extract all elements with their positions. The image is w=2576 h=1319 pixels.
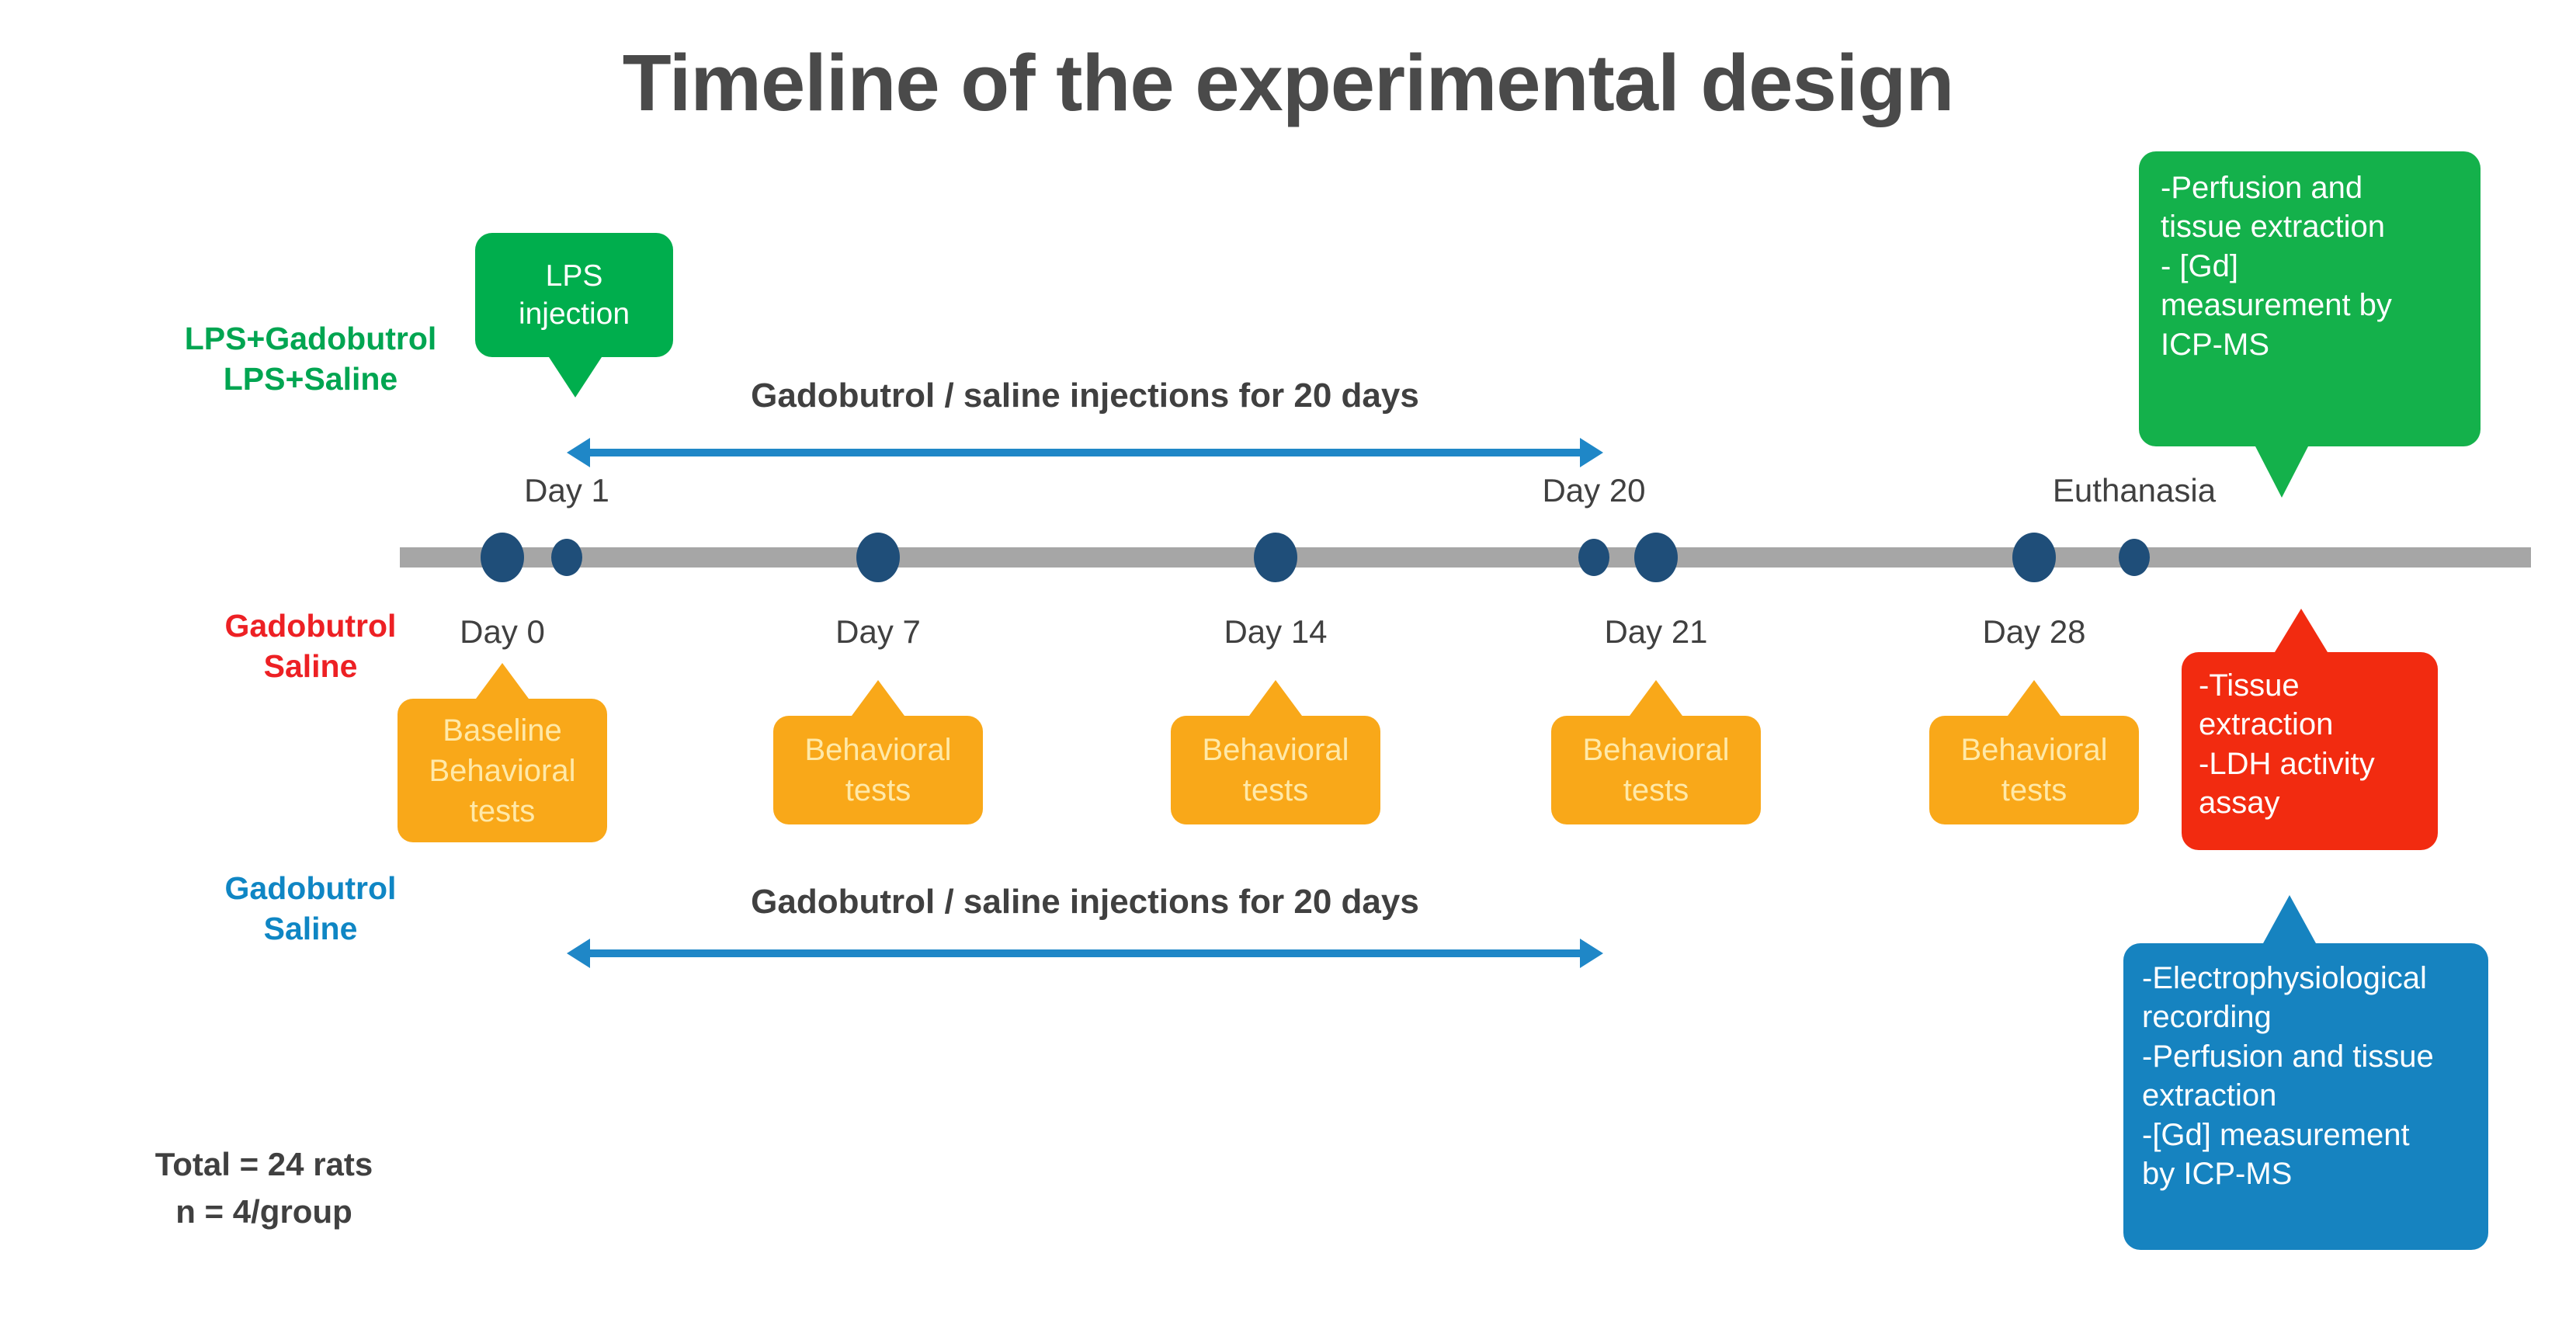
callout-lps-injection-text: LPS injection [518, 259, 630, 331]
totals-note: Total = 24 rats n = 4/group [154, 1146, 373, 1230]
callout-tail-up-icon [2008, 680, 2060, 716]
behavioral-test-box-text: Behavioral tests [1582, 733, 1730, 807]
timeline-dot [856, 533, 900, 582]
callout-tail-up-icon [1249, 680, 1302, 716]
callout-tail-up-icon [852, 680, 904, 716]
arrow-caption: Gadobutrol / saline injections for 20 da… [751, 377, 1419, 415]
callout-tail-down-icon [549, 357, 602, 397]
arrow-head-right-icon [1580, 939, 1603, 968]
behavioral-test-box: Behavioral tests [1551, 680, 1761, 824]
callout-tail-up-icon [2263, 895, 2316, 943]
arrow-caption: Gadobutrol / saline injections for 20 da… [751, 883, 1419, 921]
arrow-shaft [587, 949, 1583, 957]
behavioral-test-box-text: Behavioral tests [1960, 733, 2108, 807]
timeline-axis [400, 547, 2531, 568]
timeline-dot [1634, 533, 1678, 582]
callout-tail-up-icon [2275, 609, 2328, 652]
page-title: Timeline of the experimental design [622, 38, 1955, 127]
timeline-dot [2012, 533, 2056, 582]
arrow-head-left-icon [567, 939, 590, 968]
group-label-lps: LPS+Gadobutrol LPS+Saline [184, 321, 437, 397]
timeline-dot [551, 539, 582, 576]
behavioral-test-box-text: Baseline Behavioral tests [429, 713, 576, 828]
group-label-gadobutrol-saline-blue: Gadobutrol Saline [224, 870, 397, 947]
timeline-label: Day 21 [1604, 613, 1708, 650]
arrow-head-right-icon [1580, 438, 1603, 467]
callout-tail-up-icon [476, 663, 529, 699]
timeline-label: Day 0 [460, 613, 545, 650]
behavioral-test-box: Behavioral tests [1929, 680, 2139, 824]
callout-blue-endpoint-text: -Electrophysiological recording -Perfusi… [2142, 961, 2434, 1191]
callout-tail-down-icon [2255, 446, 2308, 498]
callout-green-endpoint-text: -Perfusion and tissue extraction - [Gd] … [2161, 171, 2392, 362]
timeline-label: Day 20 [1542, 472, 1646, 509]
timeline-dot [1578, 539, 1609, 576]
callout-red-endpoint: -Tissue extraction -LDH activity assay [2182, 609, 2438, 850]
timeline-label: Day 1 [524, 472, 609, 509]
behavioral-test-box-text: Behavioral tests [804, 733, 952, 807]
callout-tail-up-icon [1630, 680, 1682, 716]
callout-green-endpoint: -Perfusion and tissue extraction - [Gd] … [2139, 151, 2481, 498]
timeline-label: Day 7 [835, 613, 921, 650]
callout-blue-endpoint: -Electrophysiological recording -Perfusi… [2123, 895, 2488, 1250]
timeline-dot [2119, 539, 2150, 576]
timeline-dot [1254, 533, 1297, 582]
behavioral-test-box: Baseline Behavioral tests [398, 663, 607, 842]
behavioral-test-box-text: Behavioral tests [1202, 733, 1349, 807]
timeline-label: Day 28 [1982, 613, 2086, 650]
arrow-head-left-icon [567, 438, 590, 467]
group-label-gadobutrol-saline-red: Gadobutrol Saline [224, 608, 397, 685]
behavioral-test-box: Behavioral tests [1171, 680, 1380, 824]
behavioral-test-box: Behavioral tests [773, 680, 983, 824]
arrow-shaft [587, 449, 1583, 456]
timeline-label: Day 14 [1224, 613, 1328, 650]
timeline-label: Euthanasia [2052, 472, 2217, 509]
callout-lps-injection: LPS injection [475, 233, 673, 397]
callout-red-endpoint-text: -Tissue extraction -LDH activity assay [2199, 668, 2375, 821]
timeline-dot [481, 533, 524, 582]
